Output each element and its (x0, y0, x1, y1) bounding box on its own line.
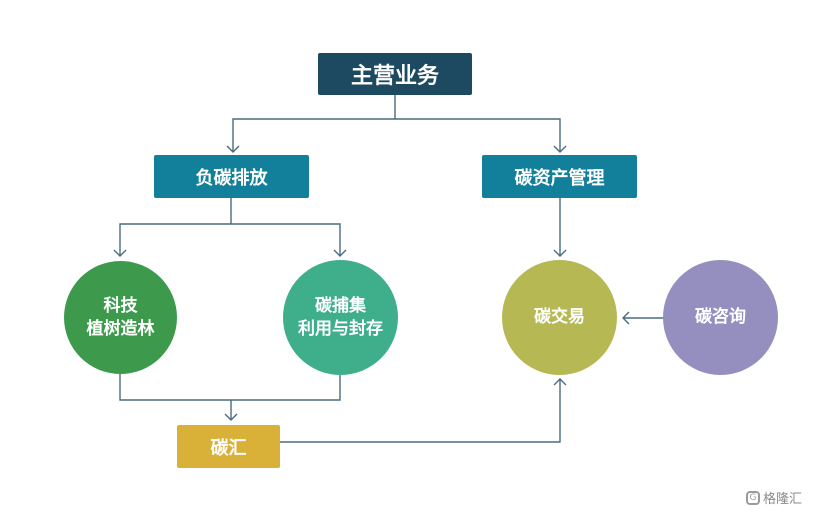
carbon-asset-management-label: 碳资产管理 (514, 167, 605, 189)
negative-emission-box: 负碳排放 (154, 155, 309, 198)
carbon-trading-label: 碳交易 (534, 307, 585, 327)
carbon-asset-management-box: 碳资产管理 (482, 155, 637, 198)
forestry-label-line1: 科技 (103, 295, 138, 316)
arrowhead (553, 249, 567, 257)
watermark-logo-icon: G (746, 490, 760, 505)
connector-sink-to-trade (280, 379, 561, 443)
capture-label-line1: 碳捕集 (315, 295, 366, 316)
carbon-sink-label: 碳汇 (210, 437, 247, 459)
arrowhead (224, 413, 238, 421)
carbon-capture-circle: 碳捕集 利用与封存 (283, 260, 398, 375)
watermark: G 格隆汇 (746, 488, 802, 507)
arrowhead (113, 249, 127, 257)
carbon-sink-box: 碳汇 (177, 425, 280, 468)
arrowhead (622, 311, 630, 325)
connector-neg-to-circles (119, 198, 341, 256)
negative-emission-label: 负碳排放 (195, 167, 268, 189)
main-business-title: 主营业务 (318, 53, 472, 95)
arrowhead (226, 145, 240, 153)
connector-title-to-level2 (232, 95, 561, 152)
forestry-label-line2: 植树造林 (86, 318, 155, 339)
connector-circles-to-sink (119, 374, 341, 420)
arrowhead (553, 145, 567, 153)
arrowhead (333, 249, 347, 257)
forestry-circle: 科技 植树造林 (64, 261, 177, 374)
capture-label-line2: 利用与封存 (298, 318, 383, 339)
arrowhead (553, 378, 567, 386)
carbon-trading-circle: 碳交易 (502, 260, 617, 375)
watermark-text: 格隆汇 (763, 492, 803, 507)
carbon-consulting-circle: 碳咨询 (663, 260, 778, 375)
main-business-label: 主营业务 (350, 64, 439, 89)
carbon-consulting-label: 碳咨询 (695, 307, 746, 327)
